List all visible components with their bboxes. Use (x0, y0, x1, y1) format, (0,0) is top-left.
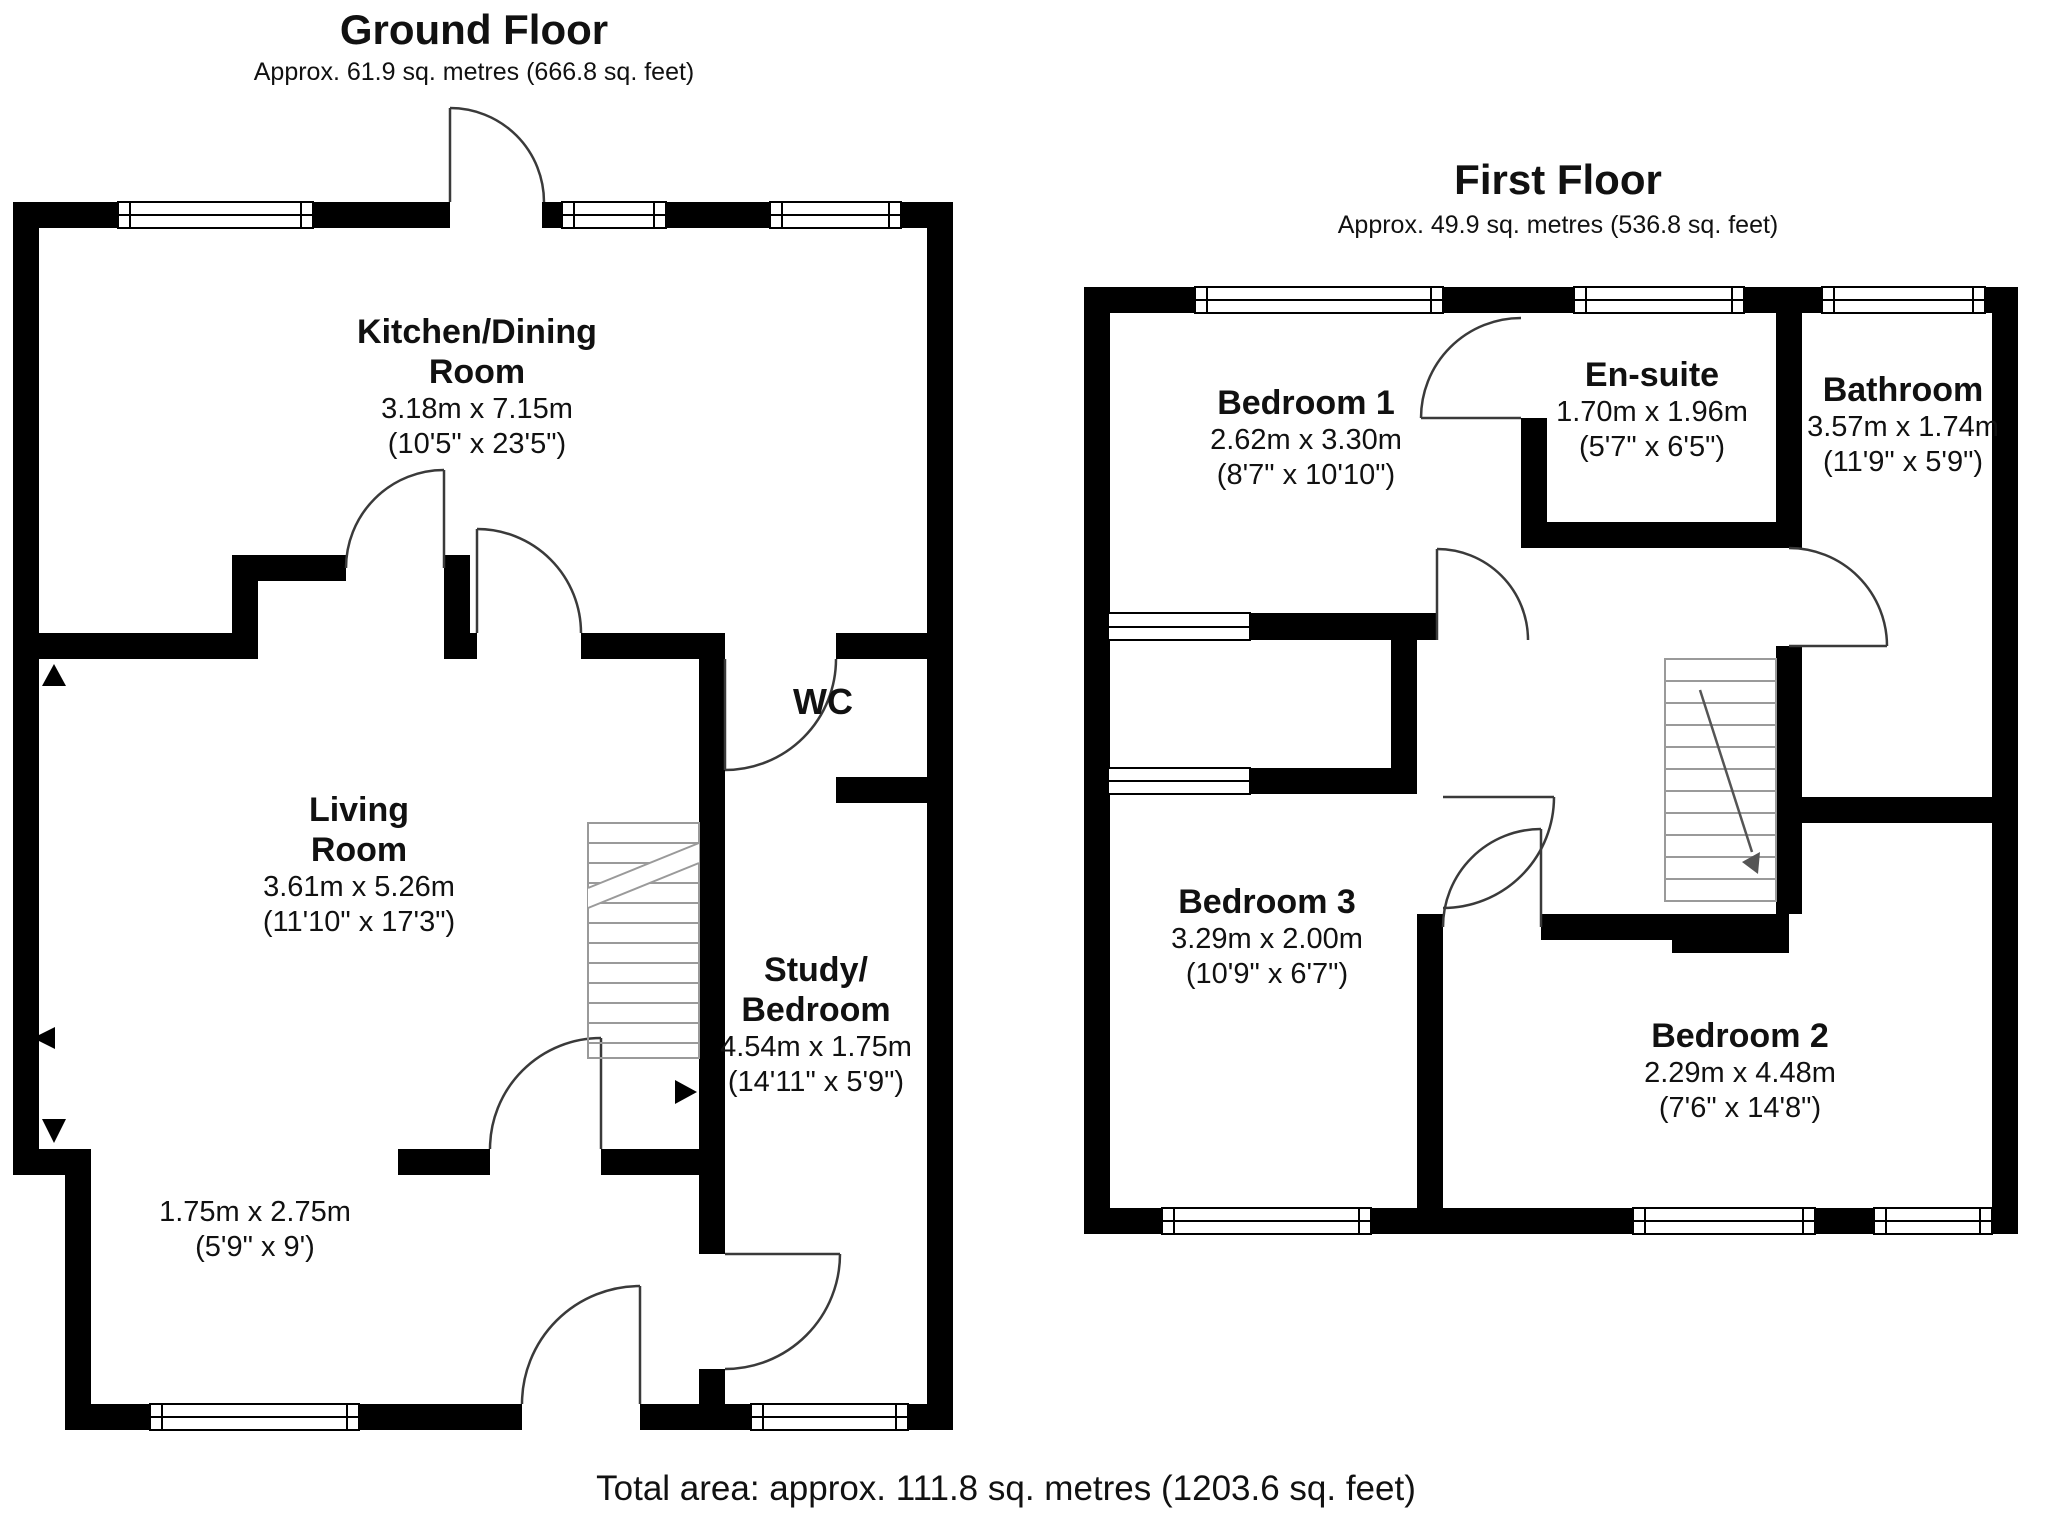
first-floor-subtitle: Approx. 49.9 sq. metres (536.8 sq. feet) (1337, 211, 1779, 239)
window-icon (750, 1403, 909, 1431)
first-floor-wardrobes (1107, 612, 1251, 795)
window-icon (769, 201, 902, 229)
ground-floor-dimension-arrows (33, 664, 697, 1143)
room-dims-metric: 1.75m x 2.75m (159, 1196, 351, 1228)
room-name: Study/ Bedroom (741, 951, 891, 1029)
first-floor-doors (1419, 316, 1889, 928)
first-floor-windows (1161, 286, 1993, 1235)
ground-floor-stairs (587, 822, 700, 1059)
room-dims-metric: 3.61m x 5.26m (263, 871, 455, 903)
room-dims-imperial: (11'10" x 17'3") (262, 906, 456, 938)
room-label-ensuite: En-suite 1.70m x 1.96m (5'7" x 6'5") (1556, 355, 1748, 465)
arrow-up-icon (42, 664, 66, 686)
room-dims-imperial: (7'6" x 14'8") (1658, 1092, 1822, 1124)
window-icon (1573, 286, 1745, 314)
total-area-text: Total area: approx. 111.8 sq. metres (12… (596, 1469, 1416, 1508)
ground-floor-title: Ground Floor (339, 6, 609, 53)
room-name: Bathroom (1822, 371, 1984, 409)
first-floor-stairs (1664, 658, 1777, 902)
window-icon (1632, 1207, 1816, 1235)
window-icon (1161, 1207, 1372, 1235)
room-dims-metric: 2.29m x 4.48m (1644, 1057, 1836, 1089)
room-dims-metric: 3.18m x 7.15m (381, 393, 573, 425)
room-dims-metric: 1.70m x 1.96m (1556, 396, 1748, 428)
wardrobe-icon (1107, 612, 1251, 641)
stair-direction-arrow-icon (1742, 852, 1760, 874)
ground-floor-walls (13, 202, 953, 1430)
room-dims-imperial: (10'5" x 23'5") (387, 428, 567, 460)
room-dims-metric: 4.54m x 1.75m (720, 1031, 912, 1063)
room-label-living: Living Room 3.61m x 5.26m (11'10" x 17'3… (263, 790, 455, 940)
room-name: Bedroom 3 (1178, 883, 1356, 921)
ground-floor-door-openings (450, 202, 640, 1430)
first-floor-title: First Floor (1454, 156, 1662, 203)
room-name: Living Room (308, 791, 410, 869)
room-name: Bedroom 1 (1217, 384, 1395, 422)
room-dims-imperial: (14'11" x 5'9") (727, 1066, 905, 1098)
room-dims-metric: 2.62m x 3.30m (1210, 424, 1402, 456)
room-name: Kitchen/Dining Room (357, 313, 597, 391)
arrow-right-icon (675, 1080, 697, 1104)
room-dims-metric: 3.57m x 1.74m (1807, 411, 1999, 443)
arrow-down-icon (42, 1119, 66, 1143)
room-dims-imperial: (8'7" x 10'10") (1216, 459, 1396, 491)
window-icon (1821, 286, 1986, 314)
window-icon (149, 1403, 360, 1431)
ground-floor-doors (344, 106, 842, 1405)
room-label-hall: 1.75m x 2.75m (5'9" x 9') (159, 1195, 351, 1265)
room-dims-metric: 3.29m x 2.00m (1171, 923, 1363, 955)
room-label-kitchen: Kitchen/Dining Room 3.18m x 7.15m (10'5"… (357, 312, 597, 462)
room-dims-imperial: (5'9" x 9') (195, 1231, 315, 1263)
room-dims-imperial: (5'7" x 6'5") (1578, 431, 1726, 463)
window-icon (561, 201, 667, 229)
window-icon (117, 201, 314, 229)
room-dims-imperial: (10'9" x 6'7") (1185, 958, 1349, 990)
room-name: En-suite (1584, 356, 1720, 394)
first-floor-walls (1084, 287, 2018, 1234)
window-icon (1194, 286, 1444, 314)
arrow-left-icon (33, 1027, 55, 1049)
room-label-wc: WC (793, 681, 853, 722)
room-label-bedroom1: Bedroom 1 2.62m x 3.30m (8'7" x 10'10") (1210, 383, 1402, 493)
room-label-bedroom2: Bedroom 2 2.29m x 4.48m (7'6" x 14'8") (1644, 1016, 1836, 1126)
ground-floor-windows (117, 201, 909, 1431)
room-label-bathroom: Bathroom 3.57m x 1.74m (11'9" x 5'9") (1807, 370, 1999, 480)
wardrobe-icon (1107, 767, 1251, 795)
room-label-bedroom3: Bedroom 3 3.29m x 2.00m (10'9" x 6'7") (1171, 882, 1363, 992)
room-dims-imperial: (11'9" x 5'9") (1822, 446, 1984, 478)
window-icon (1873, 1207, 1993, 1235)
room-label-study: Study/ Bedroom 4.54m x 1.75m (14'11" x 5… (720, 950, 912, 1100)
ground-floor-subtitle: Approx. 61.9 sq. metres (666.8 sq. feet) (253, 58, 695, 86)
room-name: Bedroom 2 (1651, 1017, 1829, 1055)
